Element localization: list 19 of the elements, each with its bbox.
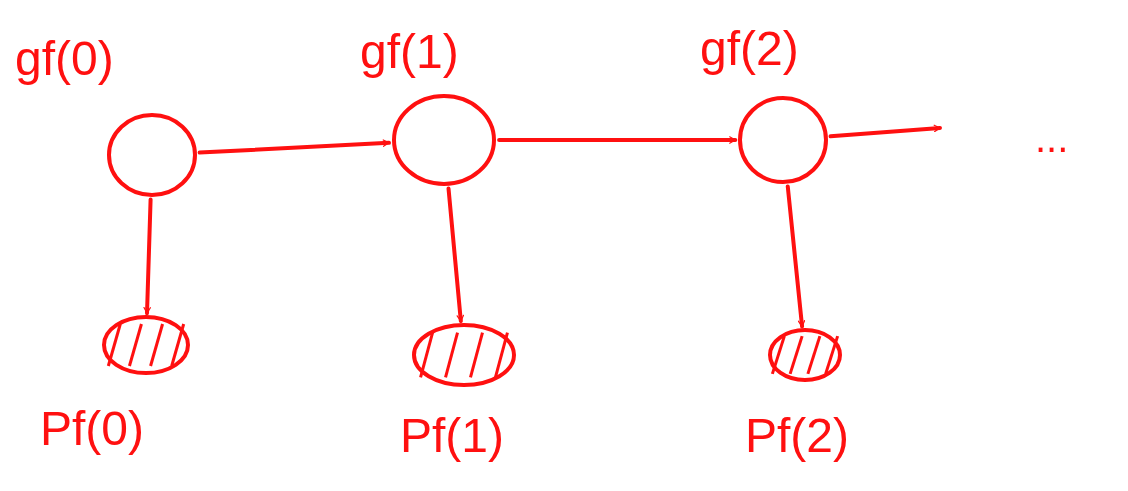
hatched-ellipse (412, 323, 516, 387)
node-caption: Pf(2) (745, 412, 849, 460)
node-caption: gf(1) (360, 28, 459, 76)
circle (738, 96, 828, 184)
arrow (446, 186, 465, 324)
node-caption: Pf(0) (40, 405, 144, 453)
arrow (497, 136, 738, 144)
node-caption: gf(2) (700, 25, 799, 73)
hatched-ellipse (768, 328, 842, 382)
arrow (143, 197, 153, 316)
circle (107, 113, 197, 197)
arrow (197, 139, 391, 155)
arrow (828, 124, 942, 139)
arrow (785, 184, 806, 329)
circle (392, 94, 496, 186)
node-caption: gf(0) (15, 35, 114, 83)
ellipsis-text: ... (1035, 118, 1069, 158)
node-caption: Pf(1) (400, 412, 504, 460)
hatched-ellipse (102, 315, 190, 375)
